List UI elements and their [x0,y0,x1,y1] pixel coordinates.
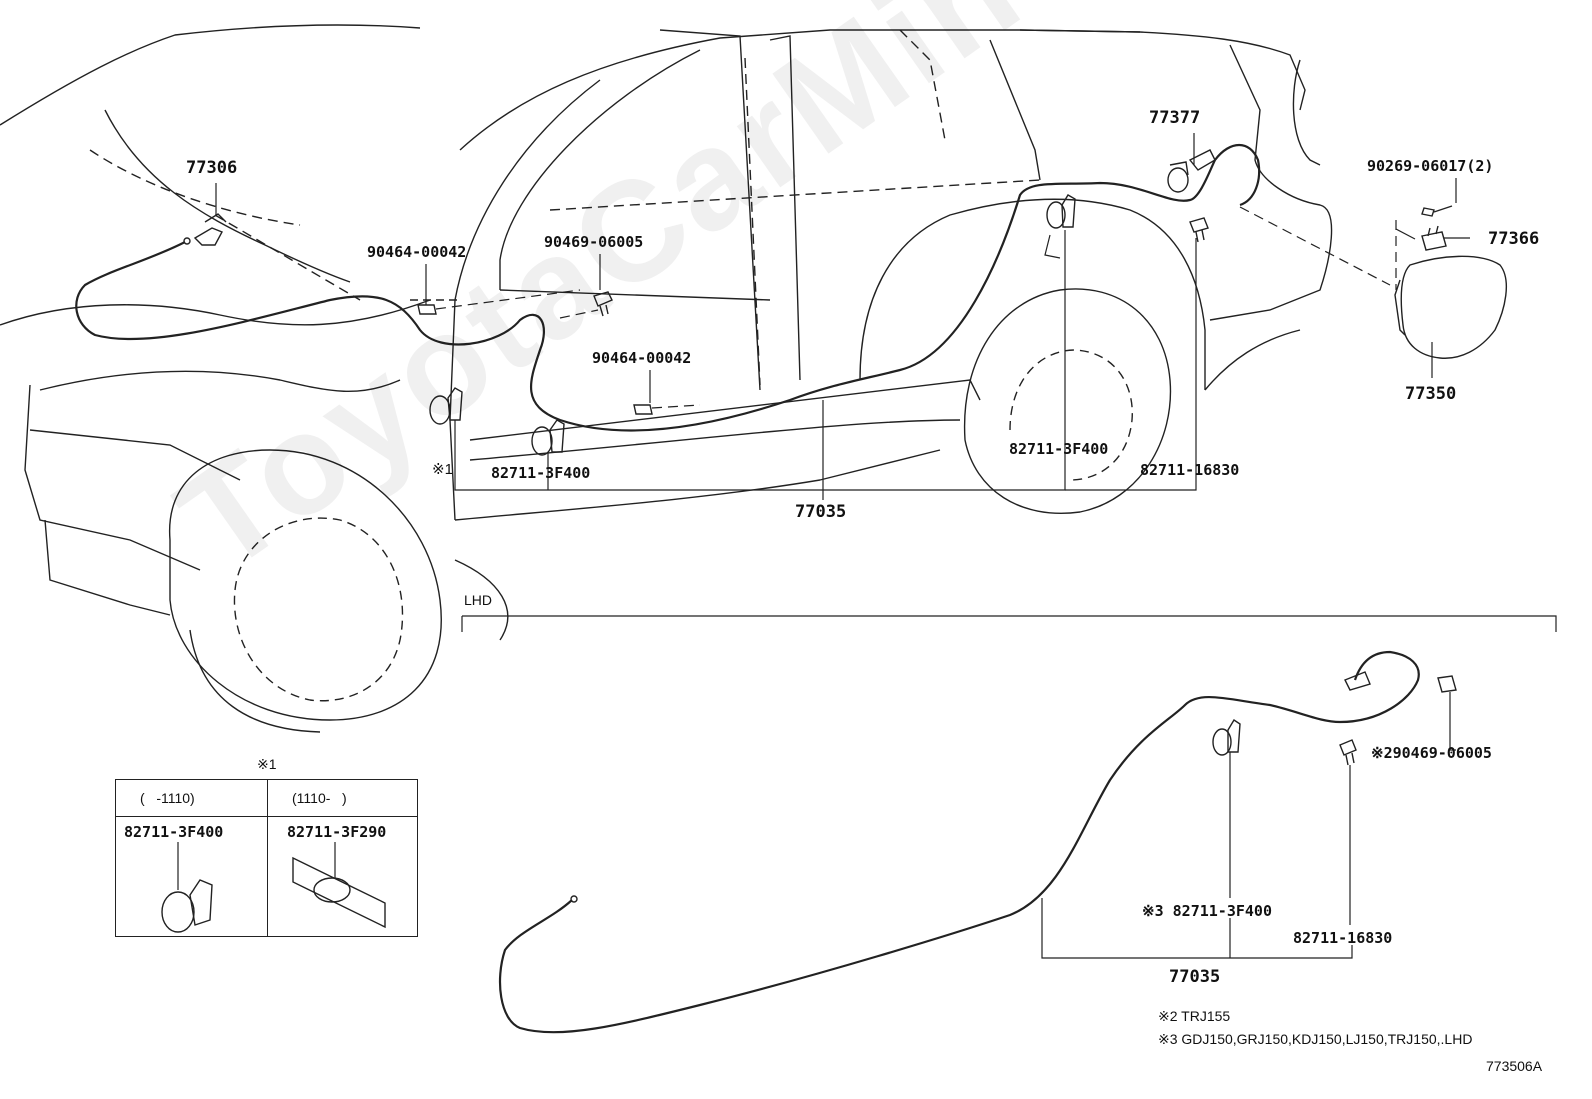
lhd-bracket [461,615,1557,632]
label-77366: 77366 [1488,229,1540,249]
clamp-82711-3F400-left [429,387,463,425]
clip-90464-00042-a [417,304,437,315]
table-part-col1: 82711-3F400 [124,823,224,841]
label-lhd: LHD [464,592,493,608]
label-90269-06017: 90269-06017(2) [1367,157,1494,175]
label-290469-06005: ※290469-06005 [1371,744,1492,762]
illustration-code: 773506A [1486,1058,1543,1074]
label-82711-16830-a: 82711-16830 [1140,461,1240,479]
clip-82711-16830 [1189,217,1209,243]
part-77377-socket [1167,149,1216,193]
clamp-82711-3F400-right [1046,194,1076,229]
part-77350-fuel-lid [1394,255,1507,359]
cable-77035-lower [498,650,1420,1034]
lower-parts [570,671,1457,903]
table-header-divider [116,816,417,817]
label-82711-16830-b: 82711-16830 [1293,929,1393,947]
clip-90469-06005 [593,291,613,317]
part-77366-hinge [1421,225,1447,251]
variant-table: ( -1110) (1110- ) 82711-3F400 82711-3F29… [115,779,418,937]
cable-77035-upper [75,144,1261,432]
leader-lines-lower [1041,692,1456,959]
screw-90269-06017 [1421,205,1453,217]
footnote-2: ※2 TRJ155 [1158,1008,1231,1024]
table-header-col2: (1110- ) [292,790,347,806]
label-77377: 77377 [1149,108,1201,128]
label-90464-00042-b: 90464-00042 [592,349,692,367]
label-82711-3F400-a: 82711-3F400 [491,464,591,482]
label-82711-3F400-c: ※3 82711-3F400 [1142,902,1272,920]
vehicle-outline [0,24,1333,733]
dashed-guides-upper [435,206,1397,409]
table-header-col1: ( -1110) [140,790,195,806]
footnote-3: ※3 GDJ150,GRJ150,KDJ150,LJ150,TRJ150,.LH… [1158,1031,1473,1047]
label-90469-06005: 90469-06005 [544,233,644,251]
label-90464-00042-a: 90464-00042 [367,243,467,261]
label-mark1: ※1 [432,461,453,478]
label-77306: 77306 [186,158,238,178]
clip-90464-00042-b [633,404,653,415]
leader-lines-upper [215,133,1470,500]
table-part-col2: 82711-3F290 [287,823,387,841]
label-82711-3F400-b: 82711-3F400 [1009,440,1109,458]
clamp-82711-3F400-mid [531,419,565,456]
table-column-divider [267,780,268,936]
label-77035-a: 77035 [795,502,847,522]
table-caption: ※1 [257,756,277,772]
table-drawings [161,842,386,933]
cable-end-front [183,213,227,246]
label-77350: 77350 [1405,384,1457,404]
label-77035-b: 77035 [1169,967,1221,987]
